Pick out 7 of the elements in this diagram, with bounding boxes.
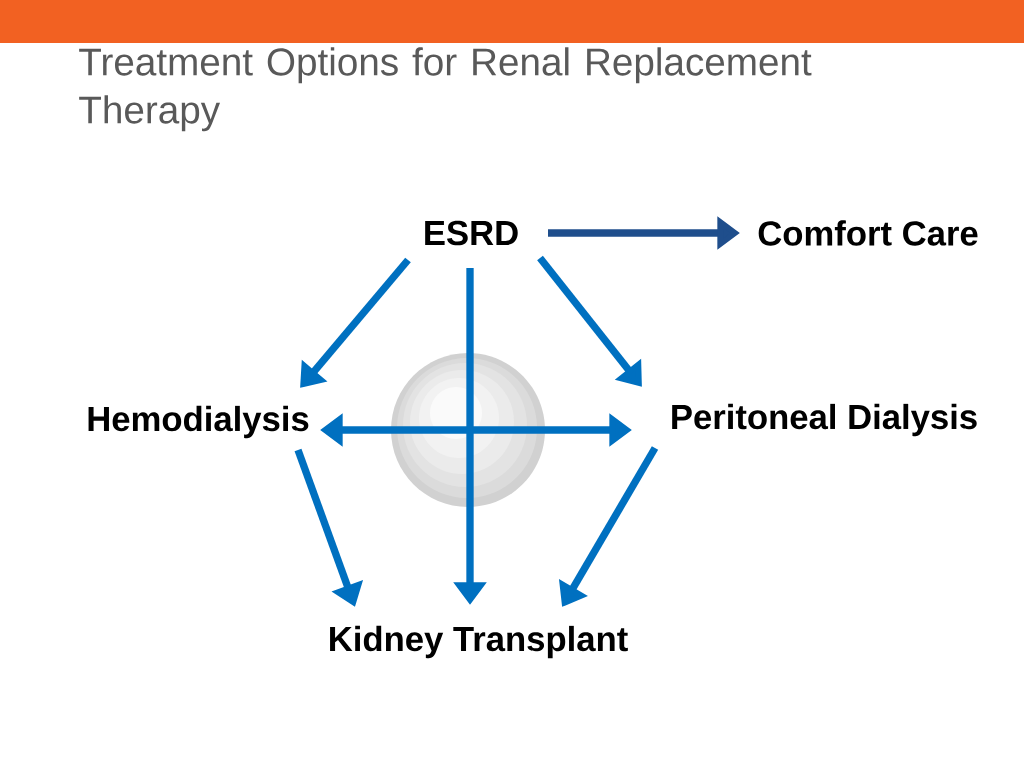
node-label: ESRD (425, 220, 518, 246)
node-label: Comfort Care (758, 220, 978, 246)
arrow (300, 257, 411, 388)
node-label: Hemodialysis (88, 405, 309, 439)
title: Treatment Options for Renal Replacement Therapy (79, 47, 812, 132)
node-label: Peritoneal Dialysis (672, 403, 977, 437)
node-label: Kidney Transplant (330, 625, 628, 659)
